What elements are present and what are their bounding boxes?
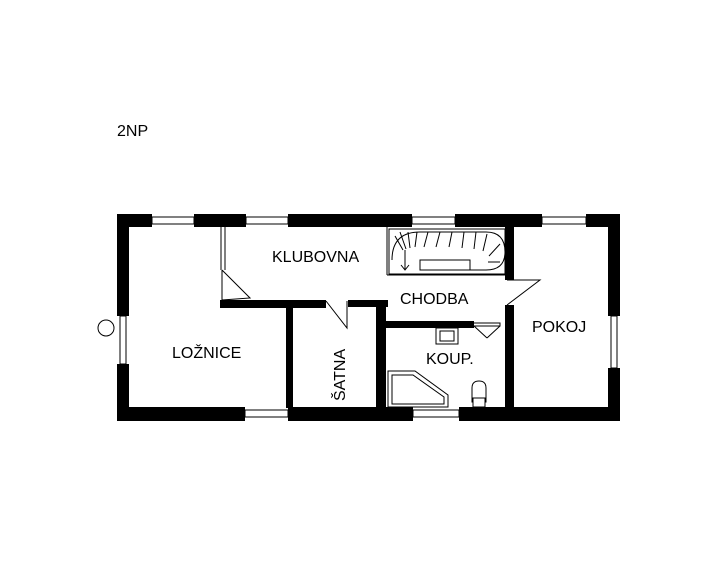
doors — [221, 269, 542, 339]
room-label-corridor: CHODBA — [400, 291, 469, 308]
staircase — [388, 228, 506, 275]
room-label-bedroom: LOŽNICE — [172, 343, 241, 362]
interior-walls — [220, 227, 514, 408]
exterior-walls — [117, 214, 620, 421]
bathtub — [387, 370, 449, 408]
entrance-marker — [97, 319, 115, 337]
room-label-clubroom: KLUBOVNA — [272, 249, 359, 266]
floor-label: 2NP — [117, 123, 148, 140]
room-label-bathroom: KOUP. — [426, 351, 474, 368]
room-label-wardrobe: ŠATNA — [330, 349, 349, 401]
room-label-room: POKOJ — [532, 319, 586, 336]
windows — [119, 216, 618, 418]
sink — [435, 327, 459, 345]
toilet — [471, 380, 487, 408]
thin-partitions — [220, 227, 508, 276]
